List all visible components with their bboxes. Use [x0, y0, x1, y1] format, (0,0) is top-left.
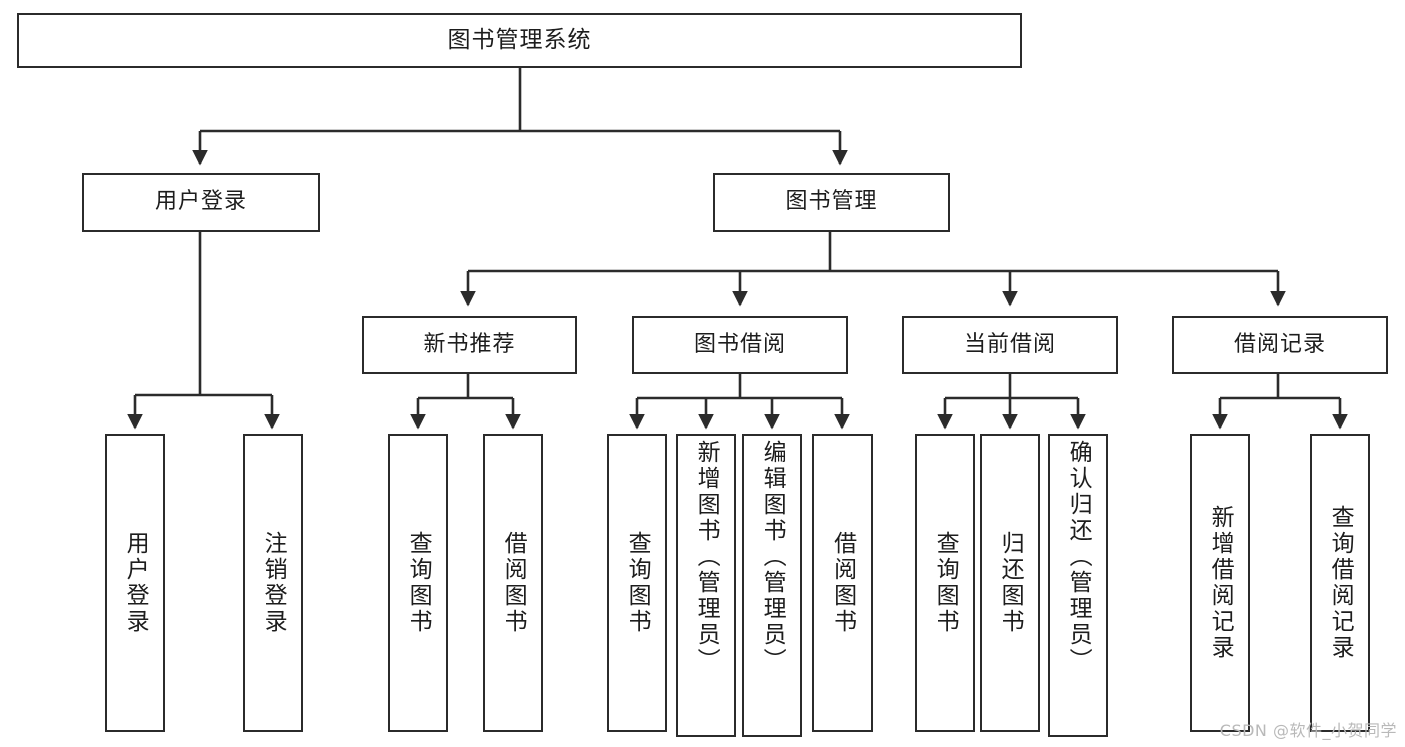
node-label: 借阅记录 [1233, 331, 1326, 357]
node-book-management[interactable]: 图书管理 [713, 173, 950, 232]
node-current-borrow[interactable]: 当前借阅 [902, 316, 1118, 374]
leaf-user-login[interactable]: 用户登录 [105, 434, 165, 732]
leaf-user-logout[interactable]: 注销登录 [243, 434, 303, 732]
node-label: 当前借阅 [963, 331, 1056, 357]
leaf-return-book[interactable]: 归还图书 [980, 434, 1040, 732]
node-label: 新增借阅记录 [1207, 505, 1234, 661]
leaf-borrow-book-recommend[interactable]: 借阅图书 [483, 434, 543, 732]
node-label: 查询图书 [624, 531, 651, 635]
node-label: 归还图书 [997, 531, 1024, 635]
leaf-query-borrow-record[interactable]: 查询借阅记录 [1310, 434, 1370, 732]
node-label: 确认归还（管理员） [1065, 440, 1092, 674]
leaf-confirm-return-admin[interactable]: 确认归还（管理员） [1048, 434, 1108, 737]
node-user-login[interactable]: 用户登录 [82, 173, 320, 232]
node-label: 注销登录 [260, 531, 287, 635]
node-label: 图书管理 [785, 189, 878, 215]
leaf-add-book-admin[interactable]: 新增图书（管理员） [676, 434, 736, 737]
leaf-query-book-current[interactable]: 查询图书 [915, 434, 975, 732]
node-new-book-recommend[interactable]: 新书推荐 [362, 316, 577, 374]
node-label: 查询借阅记录 [1327, 505, 1354, 661]
node-label: 查询图书 [932, 531, 959, 635]
node-label: 借阅图书 [829, 531, 856, 635]
node-label: 用户登录 [122, 531, 149, 635]
node-label: 新增图书（管理员） [693, 440, 720, 674]
node-label: 借阅图书 [500, 531, 527, 635]
node-label: 查询图书 [405, 531, 432, 635]
node-label: 编辑图书（管理员） [759, 440, 786, 674]
node-label: 用户登录 [154, 189, 247, 215]
csdn-watermark: CSDN @软件_小贺同学 [1219, 721, 1397, 740]
node-label: 新书推荐 [423, 331, 516, 357]
node-root-book-management-system[interactable]: 图书管理系统 [17, 13, 1022, 68]
leaf-add-borrow-record[interactable]: 新增借阅记录 [1190, 434, 1250, 732]
node-label: 图书借阅 [693, 331, 786, 357]
leaf-borrow-book[interactable]: 借阅图书 [812, 434, 873, 732]
node-book-borrow[interactable]: 图书借阅 [632, 316, 848, 374]
leaf-edit-book-admin[interactable]: 编辑图书（管理员） [742, 434, 802, 737]
node-borrow-record[interactable]: 借阅记录 [1172, 316, 1388, 374]
leaf-query-book-recommend[interactable]: 查询图书 [388, 434, 448, 732]
node-label: 图书管理系统 [447, 26, 592, 53]
leaf-query-book-borrow[interactable]: 查询图书 [607, 434, 667, 732]
